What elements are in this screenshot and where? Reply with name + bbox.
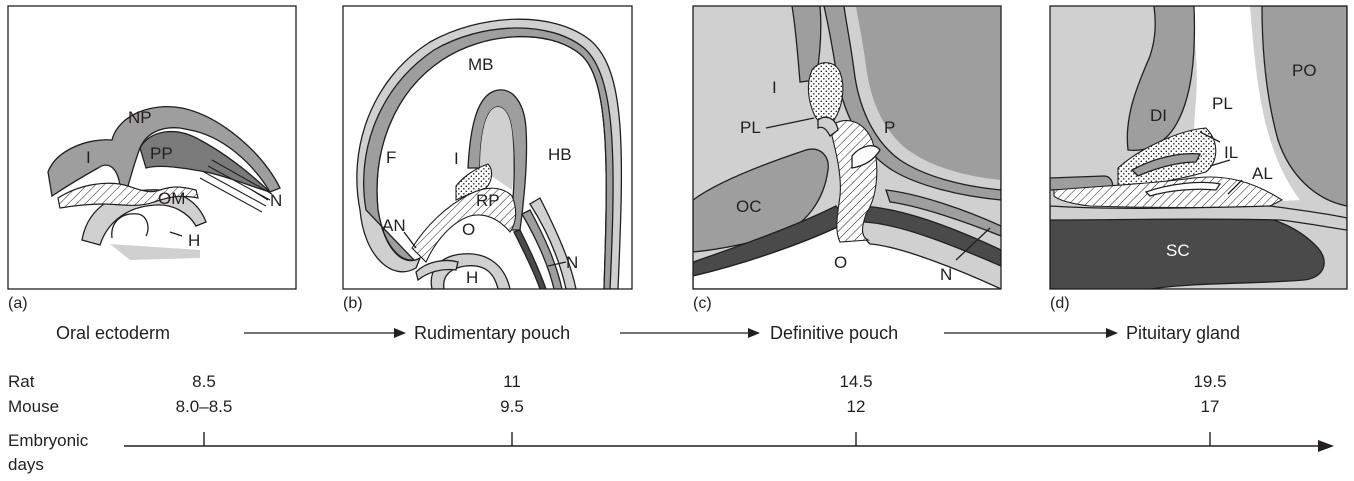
label-i: I	[86, 148, 91, 167]
label-f: F	[386, 148, 396, 167]
label-i-c: I	[772, 78, 777, 97]
label-n: N	[270, 191, 282, 210]
label-p: P	[884, 118, 895, 137]
caption-a: (a)	[8, 295, 28, 312]
label-rp: RP	[476, 191, 500, 210]
embryonic-day-table: Rat Mouse 8.5 11 14.5 19.5 8.0–8.5 9.5 1…	[8, 372, 1227, 416]
label-sc: SC	[1166, 241, 1190, 260]
stage-oral-ectoderm: Oral ectoderm	[56, 323, 170, 343]
stage-rudimentary-pouch: Rudimentary pouch	[414, 323, 570, 343]
panel-a: NP I PP OM N H (a)	[8, 6, 296, 312]
label-n-b: N	[566, 253, 578, 272]
label-pl-c: PL	[740, 118, 761, 137]
mouse-day-2: 9.5	[500, 397, 524, 416]
row-label-mouse: Mouse	[8, 397, 59, 416]
label-mb: MB	[468, 55, 494, 74]
label-pl-d: PL	[1212, 94, 1233, 113]
rat-day-1: 8.5	[192, 372, 216, 391]
label-an: AN	[382, 216, 406, 235]
label-hb: HB	[548, 145, 572, 164]
axis-arrowhead	[1318, 440, 1334, 452]
mouse-day-4: 17	[1201, 397, 1220, 416]
label-np: NP	[128, 108, 152, 127]
panel-b: MB F I HB RP AN O H N (b)	[343, 6, 632, 312]
caption-d: (d)	[1050, 295, 1070, 312]
caption-b: (b)	[343, 295, 363, 312]
stage-arrowhead-3	[1106, 328, 1118, 338]
embryonic-days-axis: Embryonic days	[8, 431, 1334, 474]
rat-day-2: 11	[503, 372, 521, 391]
label-h: H	[188, 231, 200, 250]
mouse-day-3: 12	[847, 397, 866, 416]
rat-day-3: 14.5	[839, 372, 872, 391]
label-n-c: N	[940, 265, 952, 284]
label-pp: PP	[150, 144, 173, 163]
label-i-b: I	[454, 149, 459, 168]
label-o: O	[462, 220, 475, 239]
label-al: AL	[1252, 164, 1273, 183]
label-po: PO	[1292, 61, 1317, 80]
caption-c: (c)	[693, 295, 712, 312]
label-h-b: H	[466, 268, 478, 287]
stage-definitive-pouch: Definitive pouch	[770, 323, 898, 343]
label-om: OM	[158, 189, 185, 208]
label-di: DI	[1150, 106, 1167, 125]
stage-arrowhead-1	[394, 328, 406, 338]
label-o-c: O	[834, 253, 847, 272]
row-label-rat: Rat	[8, 372, 35, 391]
mouse-day-1: 8.0–8.5	[176, 397, 233, 416]
label-oc: OC	[736, 197, 762, 216]
axis-label-line2: days	[8, 455, 44, 474]
stage-pituitary-gland: Pituitary gland	[1126, 323, 1240, 343]
rat-day-4: 19.5	[1193, 372, 1226, 391]
panel-d: DI PL PO IL AL SC (d)	[1050, 6, 1347, 312]
panel-c: I PL P OC O N (c)	[693, 6, 1001, 312]
stage-arrowhead-2	[748, 328, 760, 338]
label-il: IL	[1224, 143, 1238, 162]
stage-progression: Oral ectoderm Rudimentary pouch Definiti…	[56, 323, 1240, 343]
axis-label-line1: Embryonic	[8, 431, 89, 450]
